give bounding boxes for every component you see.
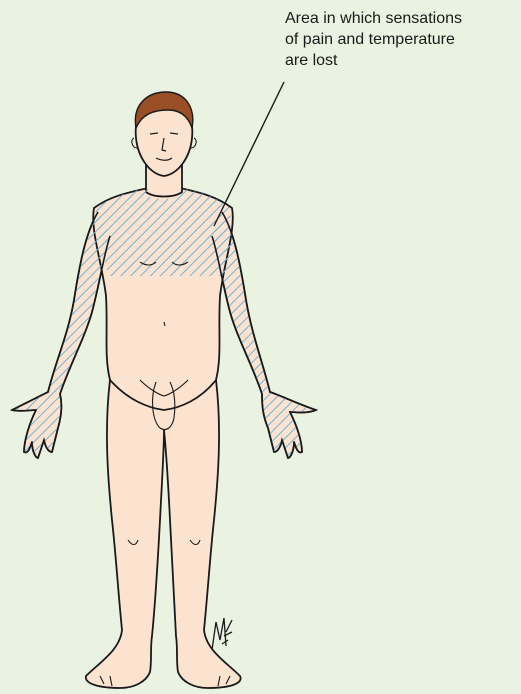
hatched-left-arm [212,212,316,458]
hatched-right-arm [12,212,110,458]
annotation-leader-line [214,82,284,226]
annotation-line-2: of pain and temperature [285,29,517,50]
annotation-line-1: Area in which sensations [285,8,517,29]
legs [86,380,241,688]
hatched-chest [96,188,231,276]
annotation-line-3: are lost [285,50,517,71]
artist-signature [212,618,232,650]
annotation-label: Area in which sensations of pain and tem… [285,8,517,71]
